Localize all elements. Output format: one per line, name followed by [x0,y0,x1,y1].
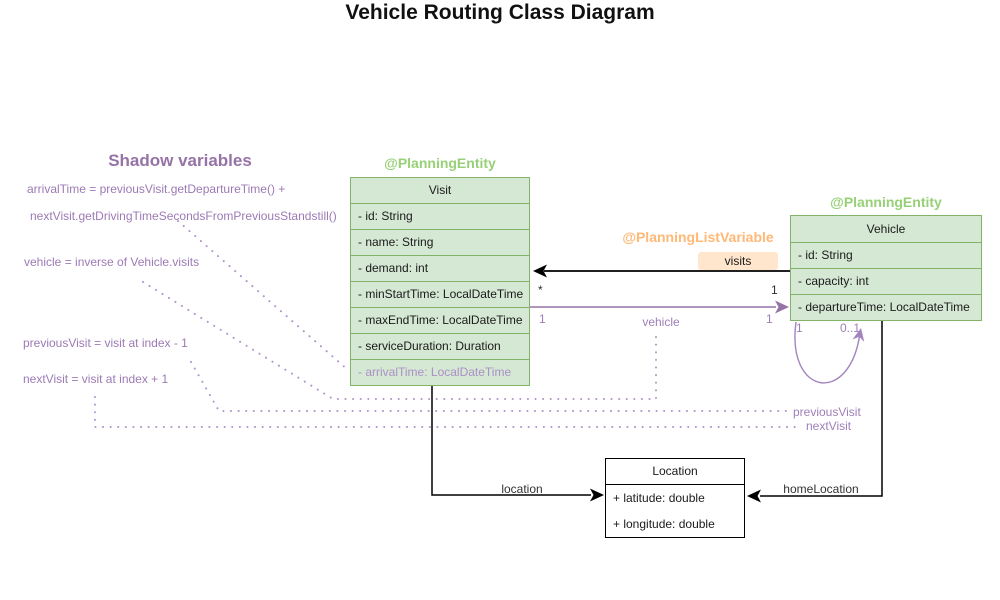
vehicle-multiplicity-left: 1 [539,312,546,326]
nextvisit-dotted-connector [94,396,802,428]
visits-multiplicity-one: 1 [771,283,778,297]
visit-attr-minstarttime: - minStartTime: LocalDateTime [351,281,529,307]
visit-attr-serviceduration: - serviceDuration: Duration [351,333,529,359]
vehicle-attr-departuretime: - departureTime: LocalDateTime [791,294,981,320]
formula-arrivaltime-line1: arrivalTime = previousVisit.getDeparture… [27,182,286,196]
visit-attr-maxendtime: - maxEndTime: LocalDateTime [351,307,529,333]
location-arrow-line [431,386,591,496]
vehicle-edge-label: vehicle [642,315,680,329]
formula-arrivaltime-line2: nextVisit.getDrivingTimeSecondsFromPrevi… [30,209,337,223]
vehicle-planning-entity-annotation: @PlanningEntity [830,194,942,210]
home-location-edge-label: homeLocation [783,482,859,496]
vehicle-attr-id: - id: String [791,242,981,268]
visit-attr-demand: - demand: int [351,255,529,281]
location-arrowhead [590,488,604,502]
visit-planning-entity-annotation: @PlanningEntity [384,155,496,171]
vehicle-class-box: Vehicle - id: String - capacity: int - d… [790,215,982,321]
shadow-variables-heading: Shadow variables [108,151,252,170]
planning-list-variable-annotation: @PlanningListVariable [622,229,774,245]
vehicle-arrowhead [775,300,789,314]
location-edge-label: location [501,482,543,496]
formula-nextvisit: nextVisit = visit at index + 1 [23,372,169,386]
formula-previousvisit: previousVisit = visit at index - 1 [23,336,188,350]
chain-multiplicity-one: 1 [796,321,803,335]
location-class-name: Location [652,464,698,478]
visits-label-badge: visits [698,252,778,270]
visit-class-name: Visit [428,183,452,197]
vehicle-class-name: Vehicle [866,222,906,236]
visits-arrowhead [533,264,547,278]
page-title: Vehicle Routing Class Diagram [345,1,655,24]
arrivaltime-dotted-connector [177,220,349,371]
visit-class-box: Visit - id: String - name: String - dema… [350,177,530,386]
home-location-arrowhead [747,489,761,503]
location-class-box: Location + latitude: double + longitude:… [605,458,745,538]
home-location-arrow-line [760,321,883,497]
visit-chain-loop [794,321,861,384]
previousvisit-edge-label: previousVisit [793,405,861,419]
vehicle-inverse-dotted-connector [142,281,657,400]
vehicle-attr-capacity: - capacity: int [791,268,981,294]
visit-attr-name: - name: String [351,229,529,255]
visit-chain-arrowhead [852,328,865,342]
location-attr-longitude: + longitude: double [613,517,715,531]
formula-vehicle-inverse: vehicle = inverse of Vehicle.visits [24,255,200,269]
nextvisit-edge-label: nextVisit [806,419,852,433]
visit-attr-id: - id: String [351,203,529,229]
chain-multiplicity-zero-one: 0..1 [840,321,861,335]
vehicle-multiplicity-right: 1 [766,312,773,326]
visits-multiplicity-star: * [538,283,543,297]
visit-attr-arrivaltime: - arrivalTime: LocalDateTime [351,359,529,385]
location-attr-latitude: + latitude: double [606,484,744,511]
